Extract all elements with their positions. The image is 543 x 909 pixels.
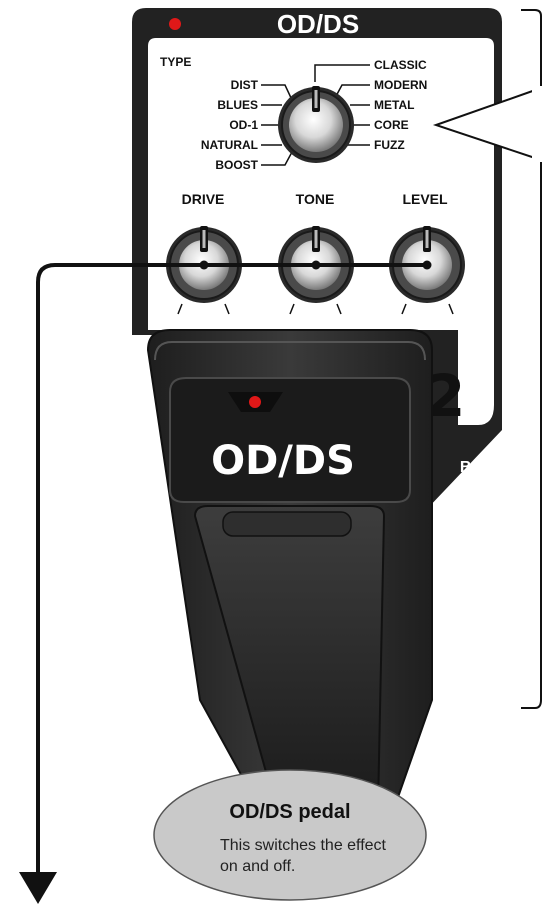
callout-title: OD/DS pedal bbox=[229, 801, 350, 823]
type-options-left: DIST BLUES OD-1 NATURAL BOOST bbox=[201, 78, 259, 172]
pedal-label: OD/DS bbox=[211, 438, 355, 484]
type-option-modern: MODERN bbox=[374, 78, 427, 92]
callout-description: This switches the effect on and off. bbox=[220, 837, 390, 875]
drive-label: DRIVE bbox=[182, 191, 225, 207]
od-ds-pedal[interactable]: OD/DS bbox=[146, 329, 433, 821]
type-options-right: CLASSIC MODERN METAL CORE FUZZ bbox=[374, 58, 427, 152]
callout-pointer bbox=[432, 87, 542, 161]
panel-led-icon bbox=[169, 18, 181, 30]
type-option-fuzz: FUZZ bbox=[374, 138, 405, 152]
type-option-metal: METAL bbox=[374, 98, 414, 112]
pedal-label-plate bbox=[169, 377, 411, 503]
panel-title: OD/DS bbox=[277, 9, 359, 39]
bank-label: BANK bbox=[460, 459, 507, 476]
type-label: TYPE bbox=[160, 55, 191, 69]
down-arrow-icon bbox=[19, 872, 57, 904]
type-option-boost: BOOST bbox=[215, 158, 258, 172]
callout-bubble: OD/DS pedal This switches the effect on … bbox=[153, 769, 427, 901]
tone-label: TONE bbox=[296, 191, 335, 207]
type-knob[interactable] bbox=[278, 86, 354, 163]
type-option-od1: OD-1 bbox=[229, 118, 258, 132]
knobs-connector bbox=[36, 260, 432, 884]
type-option-dist: DIST bbox=[231, 78, 259, 92]
callout-desc-line-1: This switches the effect bbox=[220, 837, 387, 854]
callout-bracket bbox=[521, 9, 542, 709]
type-option-classic: CLASSIC bbox=[374, 58, 427, 72]
type-option-blues: BLUES bbox=[217, 98, 258, 112]
bank-up-arrow-icon bbox=[471, 478, 495, 496]
pedal-led-icon bbox=[249, 396, 261, 408]
level-label: LEVEL bbox=[402, 191, 448, 207]
callout-desc-line-2: on and off. bbox=[220, 858, 295, 875]
type-option-natural: NATURAL bbox=[201, 138, 258, 152]
type-option-core: CORE bbox=[374, 118, 409, 132]
